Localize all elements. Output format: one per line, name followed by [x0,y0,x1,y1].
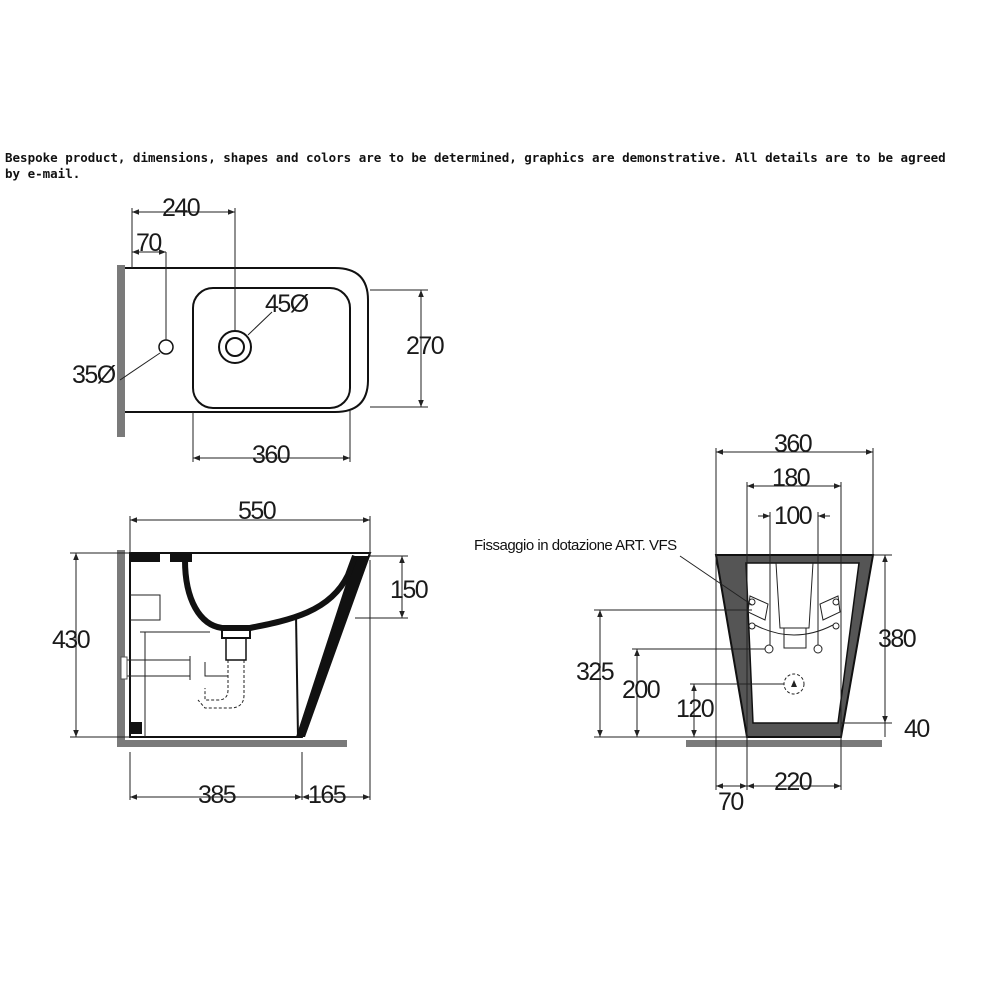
floor [686,740,882,747]
dim-label-360-rear: 360 [774,430,812,458]
top-view: 240 70 45Ø 35Ø 270 360 [72,194,445,469]
floor [117,740,347,747]
dim-label-325: 325 [576,658,614,686]
leader-45 [247,311,273,336]
waste-pipe [125,656,228,680]
wall [117,265,125,437]
dim-label-70: 70 [136,229,161,257]
dim-label-120: 120 [676,695,714,723]
dim-label-360: 360 [252,441,290,469]
dim-label-180: 180 [772,464,810,492]
disclaimer-text: Bespoke product, dimensions, shapes and … [5,150,946,181]
dim-label-100: 100 [774,502,812,530]
inner-chute [775,562,814,629]
dim-label-385: 385 [198,781,236,809]
rear-view: 360 180 100 Fissaggio in dotazione ART. … [474,430,931,816]
wall [117,550,125,746]
dim-label-200: 200 [622,676,660,704]
leader-35 [119,352,161,381]
fixing-bracket-right [819,595,841,621]
front-wall-thickness [296,556,370,737]
dim-label-270: 270 [406,332,444,360]
dim-label-165: 165 [308,781,346,809]
leader-fixing-note [679,555,753,606]
dim-label-70-rear: 70 [718,788,743,816]
bowl-section [182,554,358,631]
dim-label-40: 40 [904,715,929,743]
dim-label-550: 550 [238,497,276,525]
fixing-note: Fissaggio in dotazione ART. VFS [474,537,677,554]
inlet-block [130,594,161,621]
dim-label-240: 240 [162,194,200,222]
tap-hole [158,339,174,355]
dim-label-35-diameter: 35Ø [72,361,116,389]
rear-cavity [745,562,860,724]
bidet-outline-top [125,267,369,413]
dim-label-150: 150 [390,576,428,604]
dim-label-430: 430 [52,626,90,654]
dim-label-220: 220 [774,768,812,796]
dim-label-45-diameter: 45Ø [265,290,309,318]
drain-hole-inner [225,337,245,357]
fixing-bracket-left [747,595,769,621]
bowl-outline [192,287,351,409]
dim-label-380: 380 [878,625,916,653]
side-view: 550 430 150 385 165 [52,497,429,809]
